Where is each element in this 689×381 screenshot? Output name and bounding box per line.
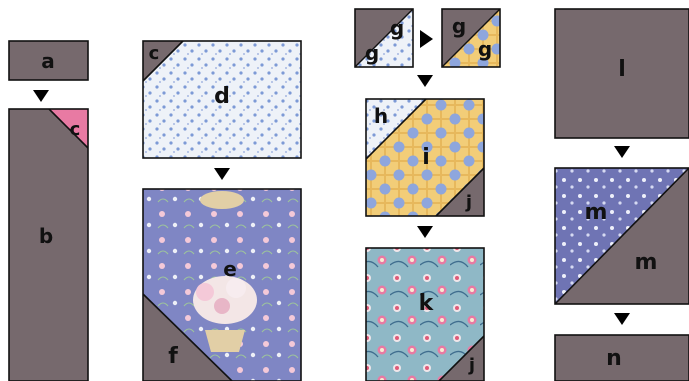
piece-n [555,335,689,381]
column-3: g g g g h i j k j [354,8,501,381]
arrow-down-icon [214,168,230,180]
piece-l [555,9,689,138]
label-m: m [585,200,608,225]
piece-b [9,109,88,381]
arrow-down-icon [417,226,433,238]
piece-a [9,41,88,80]
label-k: k [419,291,435,316]
piece-d [143,41,301,158]
label-g: g [365,41,379,65]
label-e: e [223,257,237,281]
label-c: c [149,43,160,64]
arrow-down-icon [417,75,433,87]
column-1: a c b [8,40,89,381]
arrow-down-icon [33,90,49,102]
label-i: i [422,145,430,170]
urn-motif [205,330,245,352]
label-a: a [41,49,55,73]
label-b: b [39,224,53,248]
arrow-down-icon [614,313,630,325]
arrow-right-icon [420,30,433,48]
label-j: j [465,192,472,213]
arrow-down-icon [614,146,630,158]
label-g: g [478,37,492,61]
label-d: d [214,84,230,109]
label-g: g [390,16,404,40]
column-2: c d e f [142,40,302,381]
label-j: j [468,355,475,376]
label-f: f [168,344,178,369]
urn-motif [200,191,244,209]
label-l: l [618,57,626,82]
column-4: l m m n [554,8,689,381]
label-n: n [606,346,622,371]
label-g: g [452,14,466,38]
label-h: h [374,104,388,128]
label-m: m [635,250,658,275]
label-c: c [70,119,81,140]
